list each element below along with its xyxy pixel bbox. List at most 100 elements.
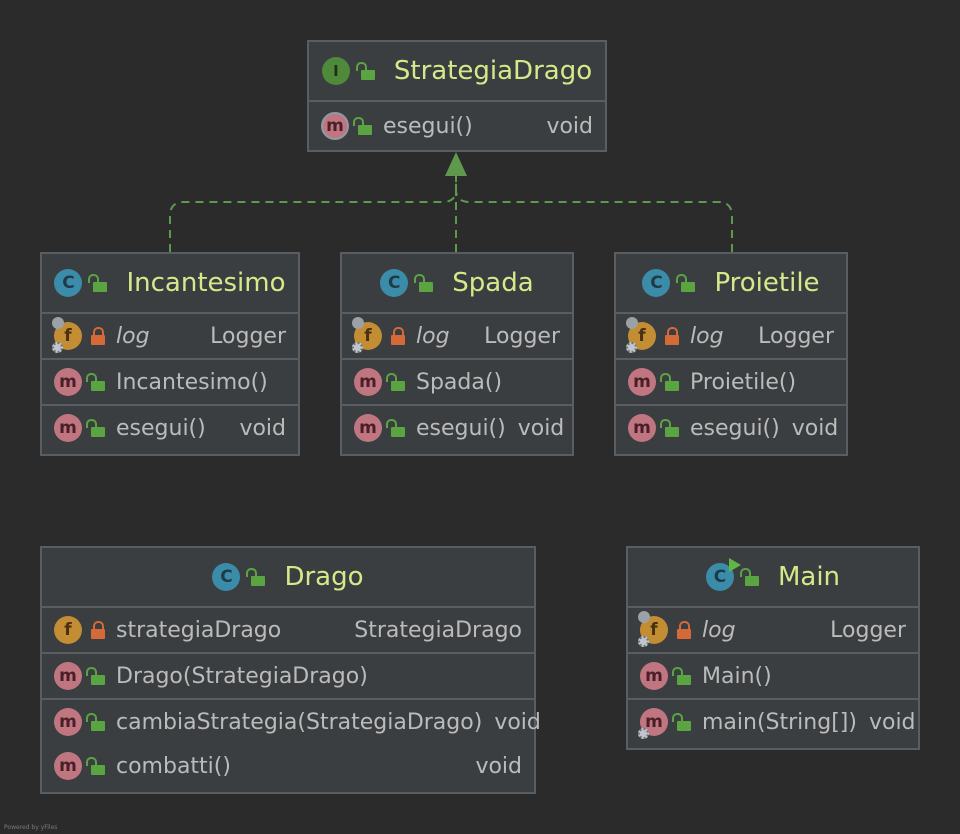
private-lock-icon bbox=[390, 327, 406, 345]
member-name: Incantesimo() bbox=[116, 369, 268, 395]
private-lock-icon bbox=[676, 621, 692, 639]
node-title: Proietile bbox=[714, 268, 820, 298]
edge-incantesimo-to-interface bbox=[169, 176, 457, 252]
public-lock-icon bbox=[86, 757, 106, 775]
member-name: combatti() bbox=[116, 753, 231, 779]
methods-section: m esegui() void bbox=[616, 406, 846, 450]
final-icon bbox=[52, 342, 63, 353]
final-icon bbox=[638, 636, 649, 647]
class-incantesimo[interactable]: C Incantesimo f log Logger m Incantesimo… bbox=[40, 252, 300, 456]
member-row[interactable]: f log Logger bbox=[628, 608, 918, 652]
member-row[interactable]: m Main() bbox=[628, 654, 918, 698]
run-flag-icon bbox=[728, 558, 741, 572]
member-row[interactable]: m cambiaStrategia(StrategiaDrago) void bbox=[42, 700, 541, 744]
static-icon bbox=[52, 317, 64, 329]
method-icon: m bbox=[54, 752, 82, 780]
field-icon: f bbox=[638, 611, 668, 647]
constructors-section: m Spada() bbox=[342, 360, 572, 406]
final-icon bbox=[352, 342, 363, 353]
method-icon: m bbox=[640, 662, 668, 690]
member-row[interactable]: m esegui() void bbox=[616, 406, 846, 450]
member-row[interactable]: m main(String[]) void bbox=[628, 700, 918, 744]
member-row[interactable]: m combatti() void bbox=[42, 744, 534, 788]
fields-section: f log Logger bbox=[628, 608, 918, 654]
member-type: void bbox=[475, 753, 522, 779]
footer-credit: Powered by yFiles bbox=[4, 824, 58, 831]
member-row[interactable]: f strategiaDrago StrategiaDrago bbox=[42, 608, 534, 652]
method-icon: m bbox=[354, 414, 382, 442]
member-row[interactable]: f log Logger bbox=[342, 314, 572, 358]
class-proietile[interactable]: C Proietile f log Logger m Proietile() m… bbox=[614, 252, 848, 456]
node-header: I StrategiaDrago bbox=[309, 42, 605, 102]
fields-section: f log Logger bbox=[616, 314, 846, 360]
member-row[interactable]: f log Logger bbox=[42, 314, 298, 358]
method-icon: m bbox=[628, 414, 656, 442]
method-icon: m bbox=[54, 414, 82, 442]
member-type: Logger bbox=[210, 323, 286, 349]
method-icon: m bbox=[54, 708, 82, 736]
member-name: main(String[]) bbox=[702, 709, 857, 735]
member-row[interactable]: m Drago(StrategiaDrago) bbox=[42, 654, 534, 698]
member-type: void bbox=[546, 113, 593, 139]
fields-section: f log Logger bbox=[342, 314, 572, 360]
member-type: Logger bbox=[830, 617, 906, 643]
static-icon bbox=[626, 317, 638, 329]
method-icon: m bbox=[54, 368, 82, 396]
static-icon bbox=[352, 317, 364, 329]
member-name: esegui() bbox=[116, 415, 206, 441]
public-lock-icon bbox=[672, 713, 692, 731]
member-name: esegui() bbox=[383, 113, 473, 139]
constructors-section: m Incantesimo() bbox=[42, 360, 298, 406]
field-icon-letter: f bbox=[638, 326, 646, 346]
realization-arrowhead bbox=[445, 152, 467, 176]
public-lock-icon bbox=[739, 568, 760, 586]
member-type: void bbox=[791, 415, 839, 441]
fields-section: f strategiaDrago StrategiaDrago bbox=[42, 608, 534, 654]
methods-section: m esegui() void bbox=[309, 102, 605, 150]
interface-icon: I bbox=[321, 57, 350, 85]
class-main[interactable]: C Main f log Logger m Main() m main(Stri… bbox=[626, 546, 920, 750]
public-lock-icon bbox=[676, 274, 696, 292]
constructors-section: m Main() bbox=[628, 654, 918, 700]
abstract-method-icon: m bbox=[321, 112, 349, 140]
class-spada[interactable]: C Spada f log Logger m Spada() m esegui(… bbox=[340, 252, 574, 456]
member-name: strategiaDrago bbox=[116, 617, 282, 643]
methods-section: m esegui() void bbox=[342, 406, 572, 450]
field-icon: f bbox=[352, 317, 382, 353]
member-type: void bbox=[239, 415, 286, 441]
public-lock-icon bbox=[660, 419, 680, 437]
public-lock-icon bbox=[86, 713, 106, 731]
interface-strategiadrago[interactable]: I StrategiaDrago m esegui() void bbox=[307, 40, 607, 152]
public-lock-icon bbox=[88, 274, 108, 292]
field-icon: f bbox=[52, 317, 82, 353]
member-row[interactable]: m esegui() void bbox=[309, 102, 605, 150]
member-type: void bbox=[868, 709, 916, 735]
node-header: C Proietile bbox=[616, 254, 846, 314]
member-row[interactable]: m esegui() void bbox=[342, 406, 572, 450]
class-icon: C bbox=[54, 269, 83, 297]
member-name: cambiaStrategia(StrategiaDrago) bbox=[116, 709, 483, 735]
member-row[interactable]: m Spada() bbox=[342, 360, 572, 404]
field-icon-letter: f bbox=[650, 620, 658, 640]
node-title: Drago bbox=[284, 562, 364, 592]
member-type: StrategiaDrago bbox=[354, 617, 522, 643]
edge-proietile-to-interface bbox=[455, 176, 733, 252]
method-icon: m bbox=[354, 368, 382, 396]
member-row[interactable]: f log Logger bbox=[616, 314, 846, 358]
class-drago[interactable]: C Drago f strategiaDrago StrategiaDrago … bbox=[40, 546, 541, 794]
private-lock-icon bbox=[90, 621, 106, 639]
public-lock-icon bbox=[355, 62, 376, 80]
node-header: C Incantesimo bbox=[42, 254, 298, 314]
node-header: C Drago bbox=[42, 548, 534, 608]
member-row[interactable]: m Incantesimo() bbox=[42, 360, 298, 404]
final-icon bbox=[626, 342, 637, 353]
member-row[interactable]: m Proietile() bbox=[616, 360, 846, 404]
static-method-icon: m bbox=[638, 708, 668, 739]
runnable-class-icon: C bbox=[705, 558, 741, 591]
public-lock-icon bbox=[672, 667, 692, 685]
class-icon: C bbox=[380, 269, 409, 297]
public-lock-icon bbox=[86, 419, 106, 437]
member-row[interactable]: m esegui() void bbox=[42, 406, 298, 450]
methods-section: m main(String[]) void bbox=[628, 700, 918, 744]
